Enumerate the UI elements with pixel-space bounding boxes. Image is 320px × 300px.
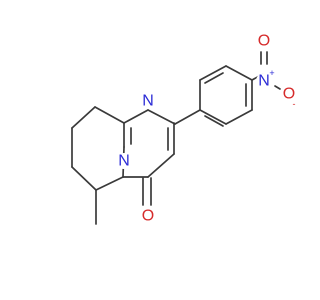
bond (95, 176, 124, 191)
carbonyl-oxygen-label: O (142, 208, 154, 225)
bond (225, 65, 253, 81)
atom-background (140, 93, 156, 109)
atom-background (140, 208, 156, 224)
bond (225, 109, 253, 125)
bond (274, 85, 281, 90)
molecule-canvas: N N O N + O O - (71, 32, 297, 225)
bond (94, 106, 125, 124)
ring-nitrogen-label: N (142, 93, 154, 110)
nitro-oxygen-right-label: O (283, 86, 295, 103)
atom-background (256, 73, 272, 89)
bond (71, 106, 96, 129)
atom-background (116, 153, 132, 169)
bond (147, 153, 175, 178)
bond (71, 166, 97, 191)
atom-layer: N N O N + O O - (116, 33, 297, 225)
bridge-nitrogen-label: N (118, 153, 130, 170)
bond (199, 109, 227, 125)
bond (204, 115, 224, 127)
nitro-oxygen-right-charge: - (293, 99, 296, 109)
bond (174, 109, 201, 125)
nitro-nitrogen-charge: + (269, 68, 274, 78)
bond (147, 109, 176, 125)
bond (123, 109, 149, 124)
bond (199, 65, 227, 81)
structure-drawing: N N O N + O O - (71, 33, 297, 225)
bond (204, 72, 224, 84)
atom-background (256, 33, 272, 49)
nitro-nitrogen-label: N (258, 73, 270, 90)
atom-background (281, 86, 297, 102)
bond-layer (71, 51, 281, 225)
nitro-oxygen-top-label: O (258, 33, 270, 50)
